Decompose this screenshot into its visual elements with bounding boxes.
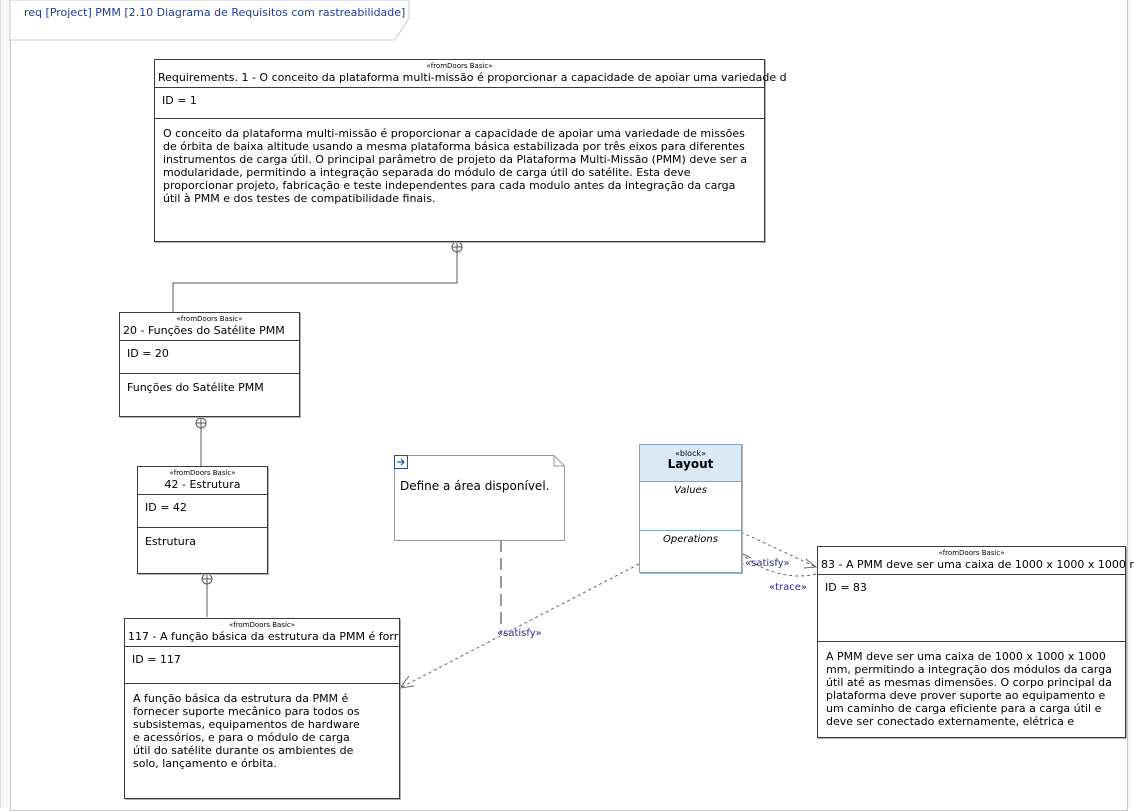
stereotype-label: «fromDoors Basic»	[176, 315, 243, 323]
requirement-83[interactable]: «fromDoors Basic» 83 - A PMM deve ser um…	[817, 546, 1134, 738]
stereotype-label: «fromDoors Basic»	[228, 621, 296, 629]
containment-r42-r117[interactable]	[201, 573, 213, 617]
stereotype-label: «fromDoors Basic»	[938, 549, 1005, 557]
stereotype-label: «block»	[674, 449, 706, 458]
block-layout-header: «block» Layout	[640, 445, 741, 482]
requirement-83-text: A PMM deve ser uma caixa de 1000 x 1000 …	[826, 650, 1112, 728]
satisfy-layout-r117[interactable]	[398, 563, 640, 689]
requirement-42-id: ID = 42	[138, 495, 267, 528]
requirement-1-id: ID = 1	[155, 88, 764, 119]
frame-tab-shape	[9, 0, 410, 41]
requirement-20-id: ID = 20	[120, 341, 299, 374]
requirement-1-name: Requirements. 1 - O conceito da platafor…	[158, 71, 787, 84]
requirement-42-name: 42 - Estrutura	[164, 478, 241, 491]
requirement-83-id: ID = 83	[818, 575, 1125, 642]
satisfy-label-note: «satisfy»	[497, 628, 542, 639]
comment-note[interactable]: Define a área disponível.	[394, 455, 565, 541]
requirement-117-id: ID = 117	[125, 647, 399, 684]
hyperlink-icon[interactable]	[394, 455, 408, 469]
requirement-1-text: O conceito da plataforma multi-missão é …	[163, 127, 748, 205]
block-layout-name: Layout	[667, 457, 714, 471]
diagram-frame-header: req [Project] PMM [2.10 Diagrama de Requ…	[9, 0, 410, 41]
requirement-117-header: «fromDoors Basic» 117 - A função básica …	[125, 619, 399, 647]
requirement-20-text: Funções do Satélite PMM	[127, 381, 264, 394]
satisfy-label-83: «satisfy»	[745, 558, 790, 569]
stereotype-label: «fromDoors Basic»	[426, 62, 493, 70]
requirement-20[interactable]: «fromDoors Basic» 20 - Funções do Satéli…	[119, 312, 300, 417]
requirement-117[interactable]: «fromDoors Basic» 117 - A função básica …	[124, 618, 400, 799]
requirement-42[interactable]: «fromDoors Basic» 42 - Estrutura ID = 42…	[137, 466, 268, 574]
compartment-values: Values	[640, 482, 741, 531]
requirement-20-header: «fromDoors Basic» 20 - Funções do Satéli…	[120, 313, 299, 341]
requirement-42-text: Estrutura	[145, 535, 197, 548]
requirement-42-header: «fromDoors Basic» 42 - Estrutura	[138, 467, 267, 495]
satisfy-layout-r83[interactable]	[740, 531, 818, 569]
requirement-117-name: 117 - A função básica da estrutura da PM…	[128, 630, 399, 643]
requirement-117-text: A função básica da estrutura da PMM é fo…	[133, 692, 360, 770]
diagram-title: req [Project] PMM [2.10 Diagrama de Requ…	[24, 6, 406, 19]
requirement-83-name: 83 - A PMM deve ser uma caixa de 1000 x …	[821, 558, 1134, 571]
compartment-operations: Operations	[663, 534, 718, 545]
note-text: Define a área disponível.	[400, 479, 550, 493]
trace-label-83: «trace»	[769, 582, 808, 593]
requirement-83-header: «fromDoors Basic» 83 - A PMM deve ser um…	[818, 547, 1134, 575]
block-layout[interactable]: «block» Layout Values Operations	[639, 444, 742, 573]
requirement-1[interactable]: «fromDoors Basic» Requirements. 1 - O co…	[154, 59, 787, 242]
requirement-1-header: «fromDoors Basic» Requirements. 1 - O co…	[155, 60, 787, 88]
containment-r20-r42[interactable]	[195, 417, 207, 466]
stereotype-label: «fromDoors Basic»	[169, 469, 236, 477]
requirement-20-name: 20 - Funções do Satélite PMM	[123, 324, 285, 337]
containment-r1-r20[interactable]	[172, 241, 463, 313]
note-shape	[394, 455, 565, 541]
